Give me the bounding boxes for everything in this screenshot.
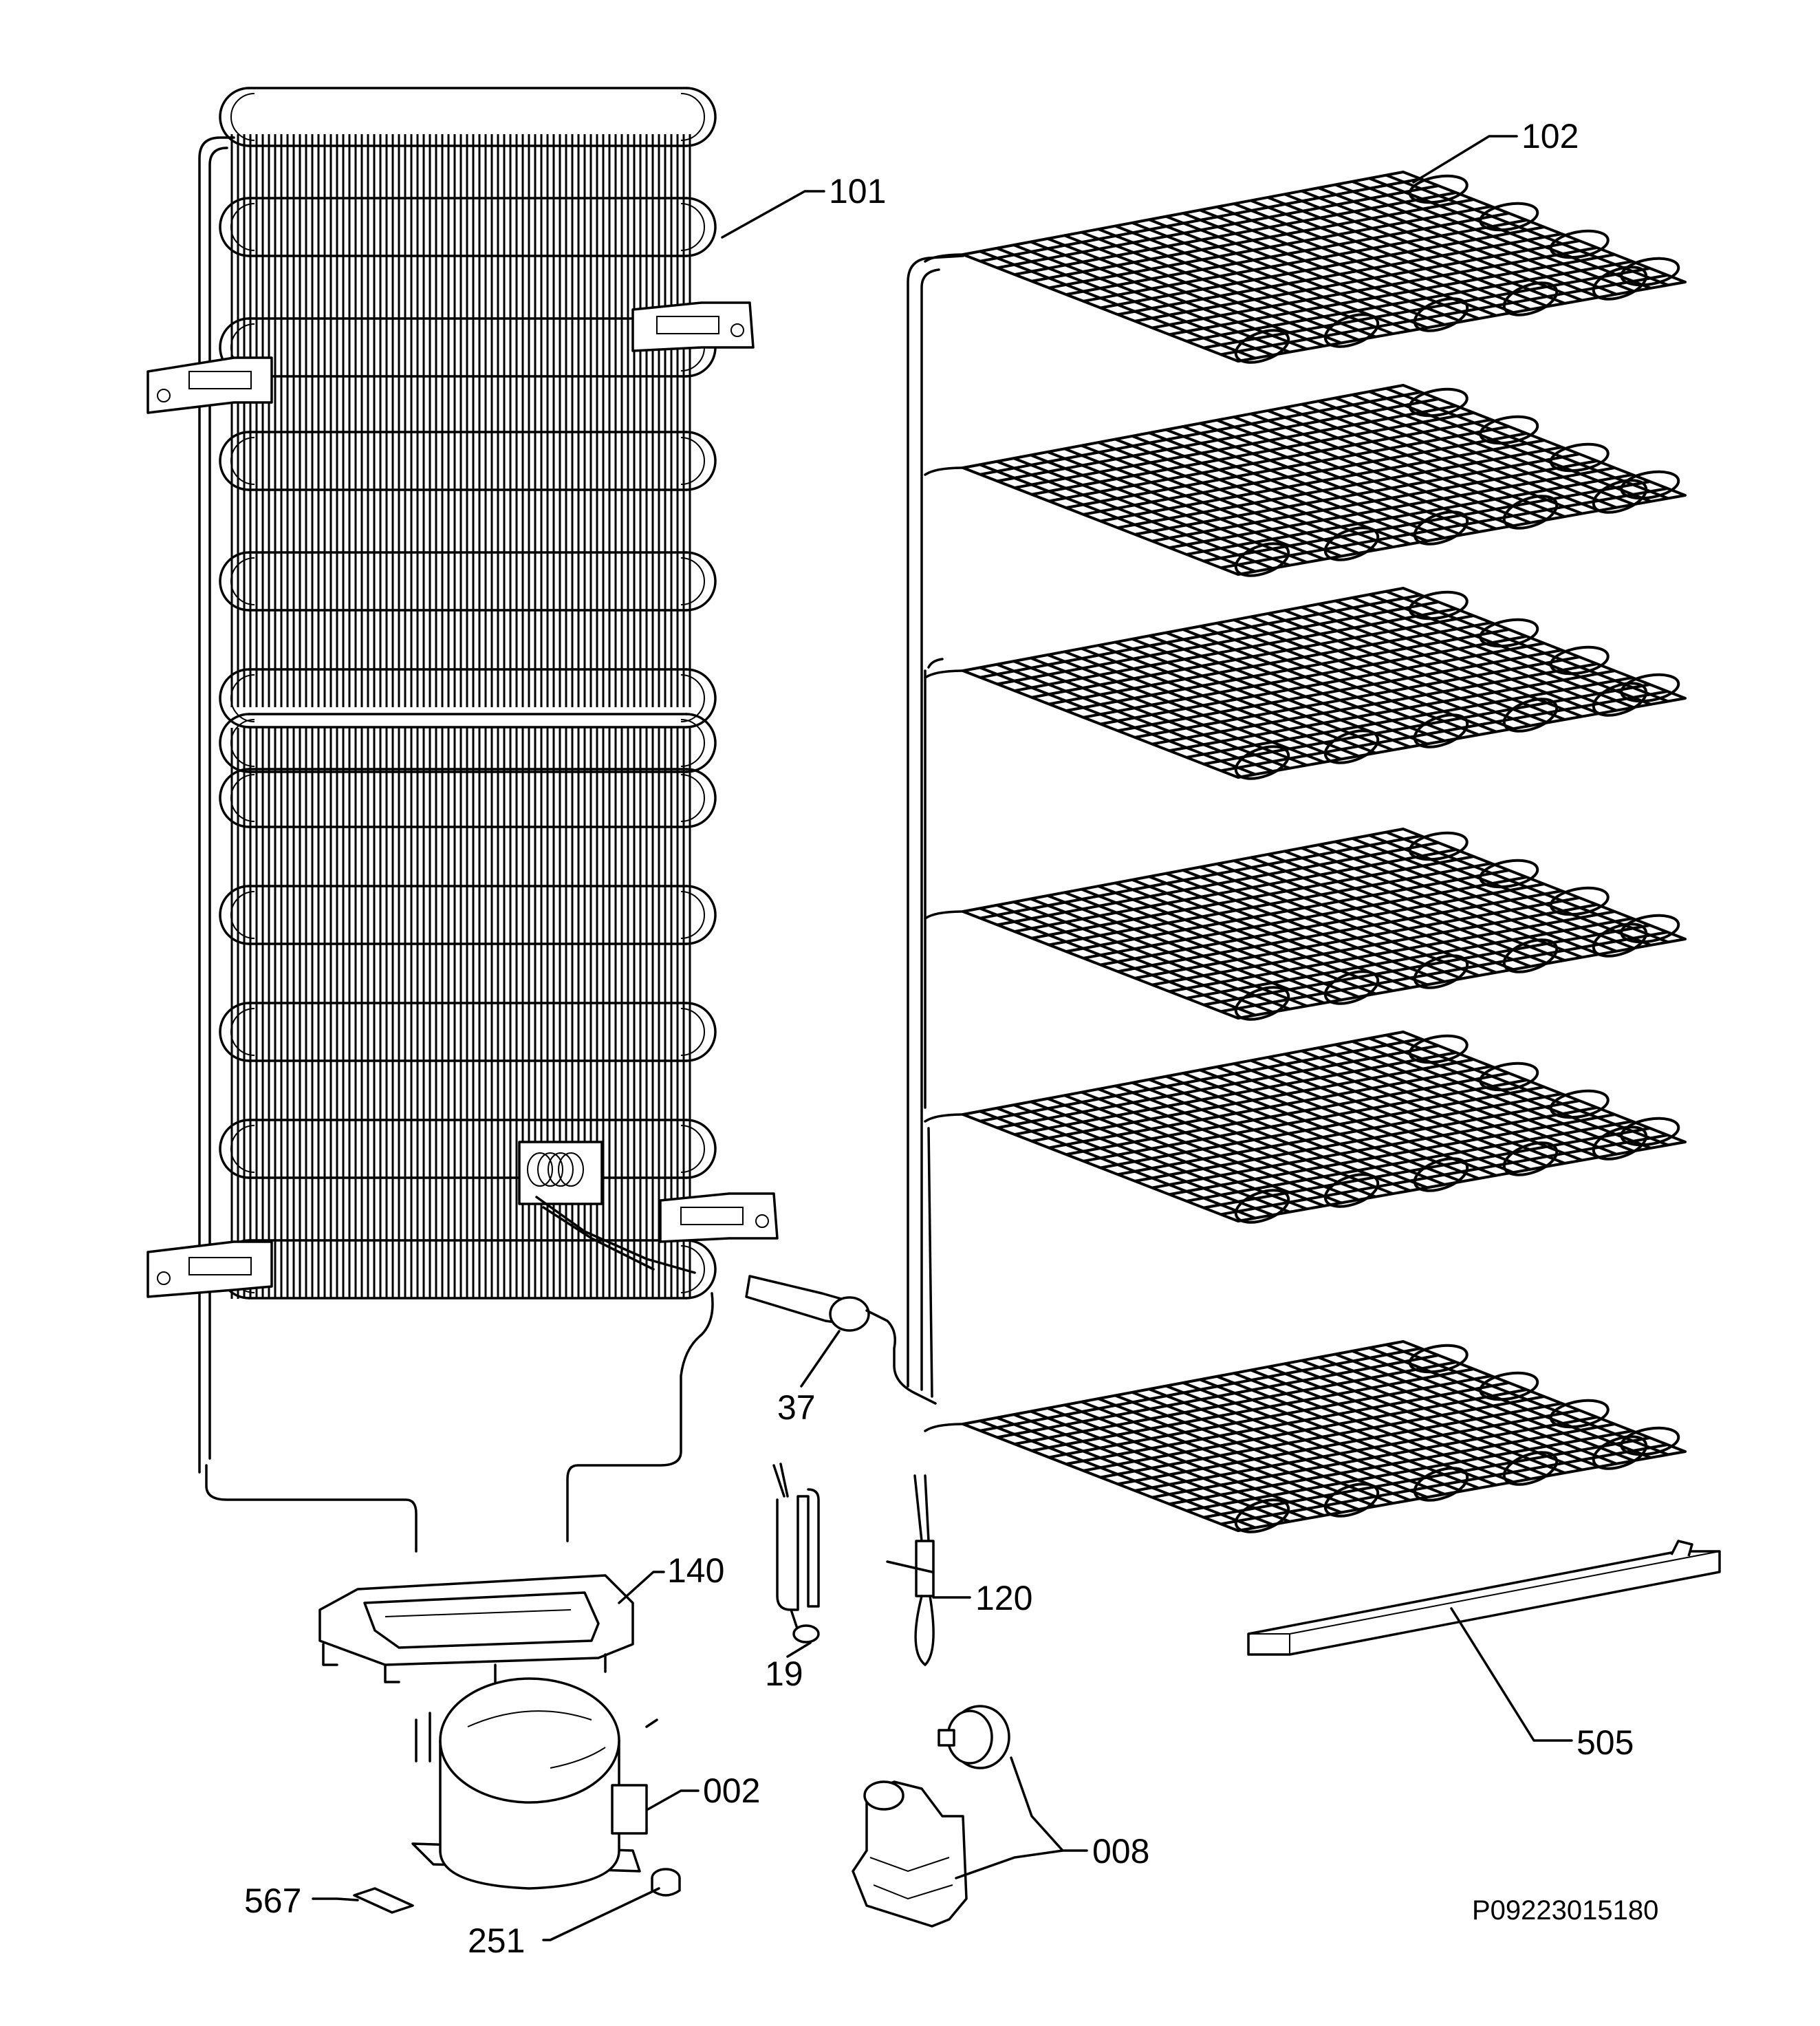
compressor: [411, 1677, 658, 1890]
evaporator: [907, 171, 1687, 1533]
thermostat-sensor: [886, 1474, 935, 1666]
label-002: 002: [703, 1771, 760, 1810]
leader-37: [800, 1330, 841, 1388]
leader-251: [542, 1887, 660, 1941]
condenser-fins-upper: [230, 134, 691, 709]
leader-008: [955, 1756, 1088, 1879]
label-140: 140: [667, 1551, 724, 1590]
label-102: 102: [1521, 117, 1579, 155]
label-120: 120: [975, 1579, 1032, 1617]
evaporator-shelves: [924, 171, 1687, 1533]
discharge-tube: [205, 1464, 418, 1553]
leader-002: [647, 1789, 700, 1811]
evaporator-shelf: [924, 1340, 1687, 1533]
evaporator-shelf: [924, 1031, 1687, 1224]
leader-567: [312, 1897, 359, 1901]
evaporator-shelf: [924, 171, 1687, 364]
condenser-fins-lower: [230, 728, 691, 1299]
evaporator-shelf: [924, 384, 1687, 577]
label-251: 251: [468, 1921, 525, 1960]
leader-19: [786, 1641, 812, 1658]
label-567: 567: [244, 1882, 301, 1920]
condenser-serpentine-lower: [219, 713, 717, 1300]
condenser-bracket-top-left: [147, 356, 273, 414]
leader-505: [1450, 1607, 1573, 1742]
leader-140: [618, 1571, 665, 1604]
starter-relay: [852, 1705, 1010, 1928]
plinth-strip: [1247, 1540, 1721, 1656]
evaporator-shelf: [924, 828, 1687, 1021]
condenser-serpentine-upper: [219, 87, 717, 729]
label-101: 101: [829, 172, 886, 211]
label-505: 505: [1577, 1723, 1634, 1762]
label-008: 008: [1092, 1832, 1149, 1871]
grommet: [651, 1868, 681, 1897]
label-19: 19: [765, 1655, 803, 1693]
leader-101: [721, 190, 825, 239]
filter-drier: [745, 1275, 937, 1405]
evaporator-shelf: [924, 587, 1687, 780]
condenser-bracket-bottom-right: [659, 1192, 779, 1243]
label-37: 37: [777, 1388, 816, 1427]
condenser-bracket-bottom-left: [147, 1240, 273, 1298]
condenser-bracket-top-right: [631, 301, 755, 352]
capillary-coil: [518, 1141, 696, 1274]
drawing-code: P09223015180: [1472, 1895, 1658, 1926]
heater: [772, 1463, 820, 1644]
compressor-tray: [318, 1574, 634, 1683]
condenser: [147, 87, 779, 1474]
rubber-foot: [353, 1887, 414, 1914]
leader-102: [1412, 135, 1518, 184]
